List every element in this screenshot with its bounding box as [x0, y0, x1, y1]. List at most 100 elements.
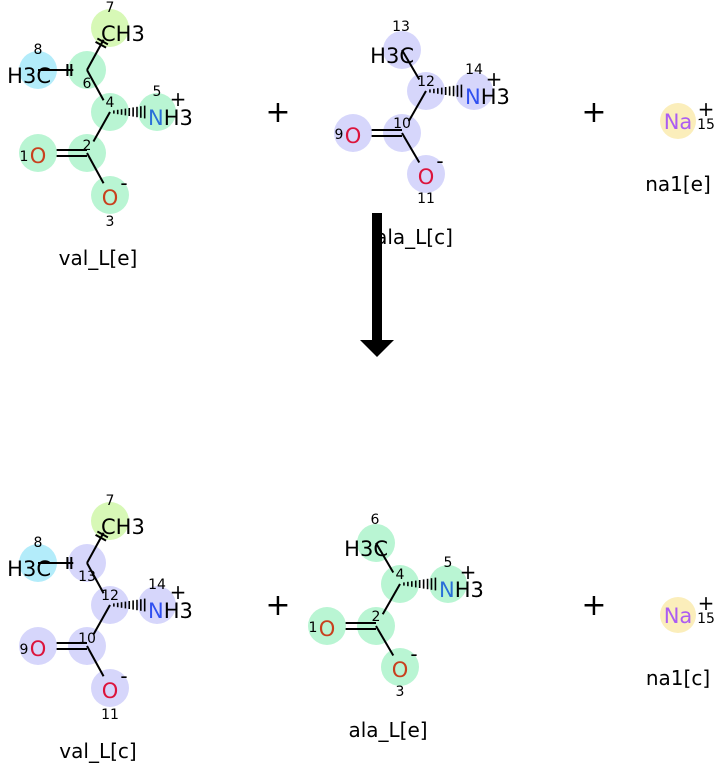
atom-number: 8	[34, 535, 43, 551]
atom-number: 3	[106, 214, 115, 230]
plus-sign: +	[265, 588, 290, 623]
atom-number: 11	[417, 191, 435, 207]
atom-highlight	[660, 597, 696, 633]
atom-number: 4	[106, 95, 115, 111]
atom-number: 5	[444, 555, 453, 571]
molecule-name: val_L[e]	[59, 246, 138, 270]
atom-number: 10	[78, 631, 96, 647]
charge-sign: -	[120, 171, 127, 195]
atom-highlight	[138, 93, 176, 131]
atom-label: H3C	[370, 44, 414, 68]
single-bond	[86, 152, 105, 184]
charge-sign: -	[410, 642, 417, 666]
atom-number: 6	[83, 76, 92, 92]
molecule-name: val_L[c]	[59, 739, 136, 763]
atom-number: 8	[34, 42, 43, 58]
atom-number: 13	[392, 19, 410, 35]
atom-highlight	[91, 9, 129, 47]
atom-label: CH3	[101, 515, 145, 539]
atom-number: 7	[106, 493, 115, 509]
stereo-tick-mark	[96, 530, 109, 539]
atom-number: 9	[20, 642, 29, 658]
atom-number: 15	[697, 117, 715, 133]
atom-label: NH3	[148, 599, 193, 623]
plus-sign: +	[581, 95, 606, 130]
atom-number: 11	[101, 707, 119, 723]
atom-number: 5	[153, 84, 162, 100]
single-bond	[375, 542, 395, 574]
atom-number: 1	[20, 149, 29, 165]
molecule-name: ala_L[c]	[375, 225, 453, 249]
atom-highlight	[455, 72, 493, 110]
plus-sign: +	[265, 95, 290, 130]
atom-number: 15	[697, 611, 715, 627]
atom-highlight	[91, 669, 129, 707]
charge-sign: +	[698, 591, 715, 615]
charge-sign: -	[436, 149, 443, 173]
atom-highlight	[308, 607, 346, 645]
atom-label: Na	[664, 604, 693, 628]
atom-label: O	[102, 679, 119, 703]
atom-number: 4	[396, 567, 405, 583]
atom-highlight	[91, 502, 129, 540]
molecule-name: na1[e]	[645, 172, 711, 196]
charge-sign: -	[120, 664, 127, 688]
charge-sign: +	[170, 87, 187, 111]
atom-highlight	[660, 103, 696, 139]
atom-label: O	[418, 165, 435, 189]
atom-highlight	[381, 648, 419, 686]
atom-label: H3C	[7, 64, 51, 88]
single-bond	[92, 111, 111, 143]
atom-label: CH3	[101, 22, 145, 46]
atom-label: O	[392, 658, 409, 682]
atom-number: 1	[309, 620, 318, 636]
single-bond	[407, 90, 427, 122]
atom-number: 3	[396, 684, 405, 700]
atom-label: H3C	[344, 537, 388, 561]
atom-number: 10	[393, 116, 411, 132]
single-bond	[401, 132, 421, 164]
atom-number: 2	[83, 138, 92, 154]
stereo-tick-mark	[95, 41, 107, 49]
atom-highlight	[429, 565, 467, 603]
atom-highlight	[334, 114, 372, 152]
atom-highlight	[138, 586, 176, 624]
atom-label: NH3	[439, 578, 484, 602]
atom-highlight	[19, 134, 57, 172]
molecule-name: na1[c]	[646, 666, 710, 690]
plus-sign: +	[581, 588, 606, 623]
atom-label: O	[30, 144, 47, 168]
atom-number: 12	[417, 74, 435, 90]
atom-number: 6	[371, 512, 380, 528]
arrow-head	[360, 340, 394, 357]
arrow-shaft	[372, 213, 382, 341]
stereo-tick-mark	[96, 37, 109, 46]
atom-highlight	[407, 155, 445, 193]
charge-sign: +	[698, 97, 715, 121]
single-bond	[86, 69, 105, 101]
atom-number: 7	[106, 0, 115, 16]
single-bond	[401, 49, 421, 81]
atom-label: NH3	[148, 106, 193, 130]
atom-highlight	[91, 176, 129, 214]
charge-sign: +	[170, 580, 187, 604]
molecule-name: ala_L[e]	[348, 718, 427, 742]
charge-sign: +	[486, 67, 503, 91]
atom-number: 14	[148, 577, 166, 593]
atom-number: 9	[335, 127, 344, 143]
single-bond	[92, 604, 111, 636]
atom-label: O	[345, 124, 362, 148]
atom-number: 12	[101, 588, 119, 604]
atom-highlight	[19, 627, 57, 665]
stereo-tick-mark	[95, 534, 107, 542]
single-bond	[375, 625, 395, 657]
atom-label: O	[319, 617, 336, 641]
